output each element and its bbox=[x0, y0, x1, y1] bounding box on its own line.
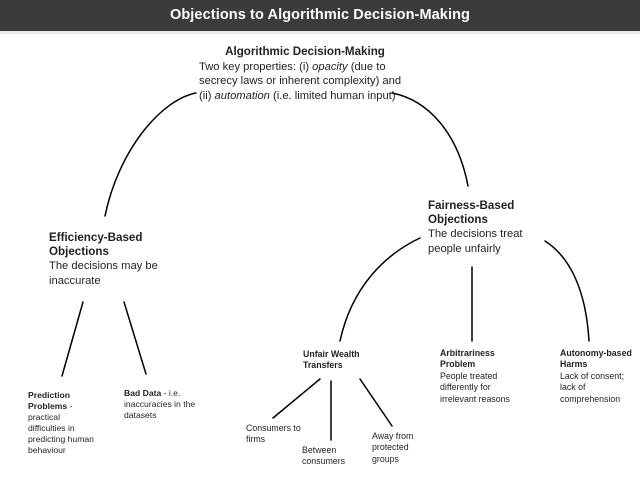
node-efficiency-based-objections: Efficiency-Based Objections The decision… bbox=[49, 231, 169, 288]
connector-unfair-to-consumers-firms bbox=[272, 378, 321, 419]
connector-root-to-efficiency bbox=[104, 92, 197, 217]
node-label: Between consumers bbox=[302, 445, 346, 467]
node-away-from-protected-groups: Away from protected groups bbox=[372, 431, 434, 465]
node-body-italic-automation: automation bbox=[214, 89, 270, 102]
node-title: Autonomy-based Harms bbox=[560, 348, 632, 370]
node-body: People treated differently for irrelevan… bbox=[440, 370, 510, 404]
node-body-part-3: (i.e. limited human input) bbox=[269, 89, 396, 102]
node-bad-data: Bad Data - i.e. inaccuracies in the data… bbox=[124, 388, 202, 421]
node-consumers-to-firms: Consumers to firms bbox=[246, 423, 308, 446]
node-title: Fairness-Based Objections bbox=[428, 199, 515, 227]
node-body: - practical difficulties in predicting h… bbox=[28, 401, 94, 455]
node-body-italic-opacity: opacity bbox=[312, 61, 348, 74]
node-label: Consumers to firms bbox=[246, 423, 301, 445]
connector-unfair-to-away-protected bbox=[359, 378, 393, 427]
connector-fairness-to-unfair-wealth bbox=[339, 237, 421, 342]
node-fairness-based-objections: Fairness-Based Objections The decisions … bbox=[428, 199, 552, 256]
header-divider bbox=[0, 31, 640, 34]
node-title: Efficiency-Based Objections bbox=[49, 231, 143, 259]
node-body: Two key properties: (i) opacity (due to … bbox=[199, 60, 411, 103]
node-body-part-1: Two key properties: (i) bbox=[199, 61, 313, 74]
node-algorithmic-decision-making: Algorithmic Decision-Making Two key prop… bbox=[199, 45, 411, 103]
node-unfair-wealth-transfers: Unfair Wealth Transfers bbox=[303, 349, 389, 372]
node-title: Unfair Wealth Transfers bbox=[303, 349, 360, 371]
connector-fairness-to-autonomy bbox=[544, 240, 590, 342]
node-title: Prediction Problems bbox=[28, 390, 71, 411]
page-title: Objections to Algorithmic Decision-Makin… bbox=[169, 7, 471, 23]
node-body: - i.e. inaccuracies in the datasets bbox=[124, 388, 196, 420]
connector-efficiency-to-bad-data bbox=[123, 301, 147, 375]
connector-efficiency-to-prediction bbox=[61, 301, 84, 377]
node-autonomy-based-harms: Autonomy-based Harms Lack of consent; la… bbox=[560, 348, 632, 405]
node-title: Bad Data bbox=[124, 388, 162, 398]
node-between-consumers: Between consumers bbox=[302, 445, 366, 468]
node-body: The decisions treat people unfairly bbox=[428, 228, 523, 255]
node-prediction-problems: Prediction Problems - practical difficul… bbox=[28, 390, 98, 456]
node-title: Arbitrariness Problem bbox=[440, 348, 495, 370]
header-bar bbox=[0, 0, 640, 31]
node-body: Lack of consent; lack of comprehension bbox=[560, 370, 625, 404]
connector-root-to-fairness bbox=[391, 92, 469, 187]
node-body-part-2: (due to secrecy laws or inherent complex… bbox=[199, 61, 402, 102]
node-title: Algorithmic Decision-Making bbox=[225, 45, 385, 58]
node-label: Away from protected groups bbox=[372, 431, 414, 464]
node-arbitrariness-problem: Arbitrariness Problem People treated dif… bbox=[440, 348, 516, 405]
node-body: The decisions may be inaccurate bbox=[49, 260, 158, 287]
